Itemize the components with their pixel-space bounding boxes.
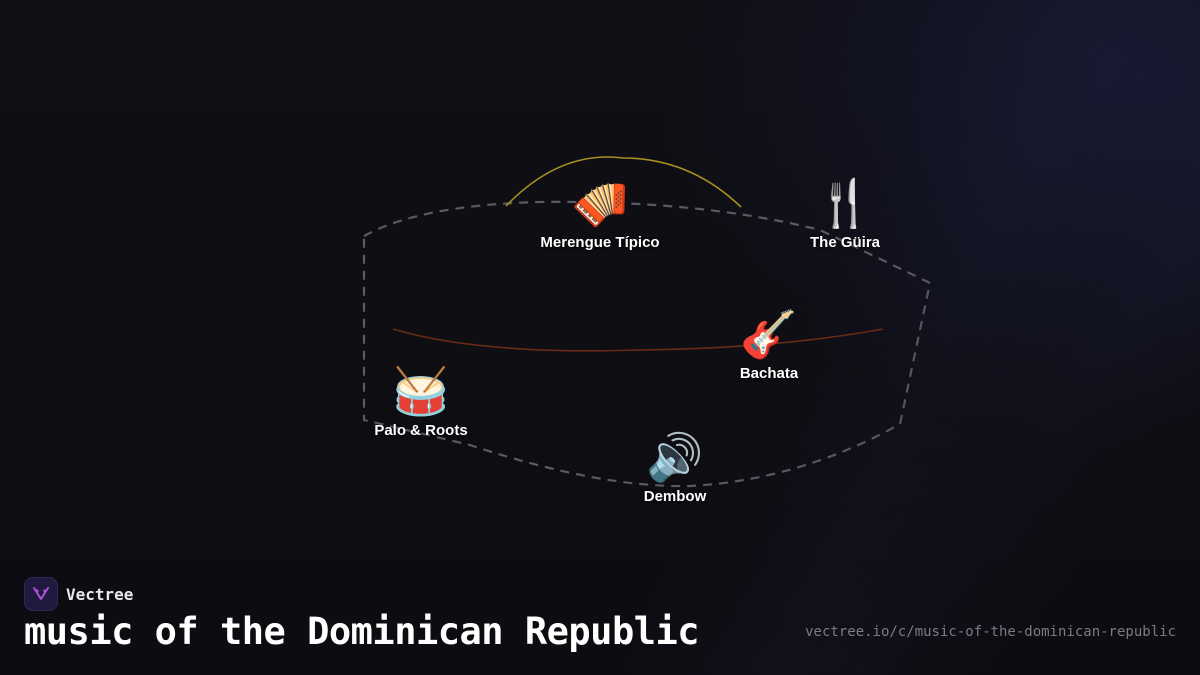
brand-name: Vectree — [66, 584, 134, 604]
speaker-icon: 🔊 — [646, 430, 704, 484]
node-bachata[interactable]: 🎸 Bachata — [740, 307, 798, 382]
accordion-icon: 🪗 — [571, 176, 629, 230]
node-label: The Güira — [809, 234, 881, 251]
page-url[interactable]: vectree.io/c/music-of-the-dominican-repu… — [805, 624, 1176, 640]
node-the-guira[interactable]: 🍴 The Güira — [810, 176, 880, 251]
drum-icon: 🥁 — [392, 364, 450, 418]
node-merengue-tipico[interactable]: 🪗 Merengue Típico — [540, 176, 659, 251]
brand[interactable]: Vectree — [24, 577, 133, 611]
node-palo-and-roots[interactable]: 🥁 Palo & Roots — [374, 364, 467, 439]
node-dembow[interactable]: 🔊 Dembow — [644, 430, 707, 505]
node-label: Merengue Típico — [540, 234, 660, 251]
vectree-logo-icon — [24, 577, 58, 611]
node-label: Palo & Roots — [374, 422, 468, 439]
page-title: music of the Dominican Republic — [24, 610, 700, 653]
node-label: Bachata — [739, 365, 799, 382]
fork-and-knife-icon: 🍴 — [816, 176, 874, 230]
link-arc-rust — [392, 328, 884, 352]
guitar-icon: 🎸 — [740, 307, 798, 361]
link-arc-gold — [505, 156, 742, 208]
cluster-hull — [362, 200, 932, 488]
node-label: Dembow — [643, 488, 707, 505]
